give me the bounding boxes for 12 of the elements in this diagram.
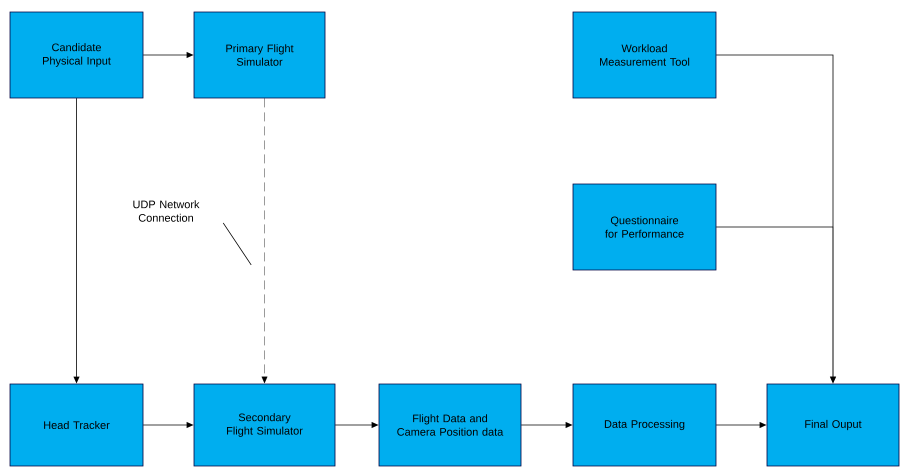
process-box: Workload Measurement Tool <box>572 12 716 98</box>
annotation-text: UDP Network Connection <box>133 200 200 222</box>
process-box: Final Ouput <box>766 384 900 466</box>
process-box: Primary Flight Simulator <box>194 12 326 98</box>
process-box: Flight Data and Camera Position data <box>378 384 522 466</box>
process-box: Candidate Physical Input <box>10 12 144 98</box>
dashed-arrow <box>262 98 268 384</box>
process-box: Secondary Flight Simulator <box>194 384 336 466</box>
process-box: Questionnaire for Performance <box>572 184 716 270</box>
process-box: Head Tracker <box>10 384 144 466</box>
process-box: Data Processing <box>572 384 716 466</box>
leader-line <box>222 222 252 266</box>
